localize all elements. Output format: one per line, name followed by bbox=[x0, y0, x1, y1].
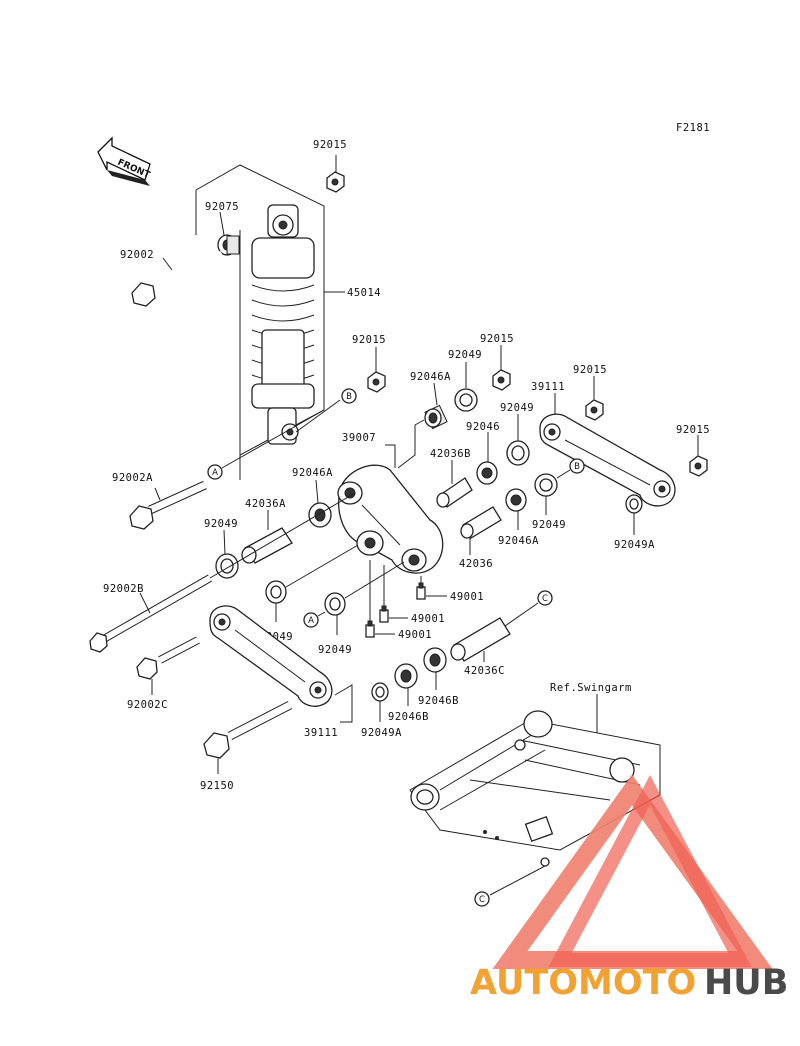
pn-seal-left: 92049 bbox=[204, 518, 238, 530]
pn-seal-lower: 92049A bbox=[361, 727, 402, 739]
ref-marker-b2 bbox=[569, 458, 585, 474]
sleeve-b-icon bbox=[436, 477, 473, 508]
pn-bolt-top: 92002 bbox=[120, 249, 154, 261]
pn-fitting-2: 49001 bbox=[411, 613, 445, 625]
pn-seal-center: 92049 bbox=[318, 644, 352, 656]
sleeve-a-icon bbox=[241, 527, 293, 564]
pn-nut-mid: 92015 bbox=[352, 334, 386, 346]
ref-marker-b2-label: B bbox=[574, 462, 580, 472]
watermark-text-2: HUB bbox=[704, 963, 788, 1003]
pn-seal-right-lower: 92049 bbox=[532, 519, 566, 531]
rod-left-icon bbox=[209, 605, 333, 707]
watermark-logo-icon bbox=[492, 774, 773, 969]
rod-right-icon bbox=[539, 413, 676, 507]
pn-shock: 45014 bbox=[347, 287, 381, 299]
front-arrow-icon: FRONT bbox=[97, 136, 152, 186]
ref-marker-a1-label: A bbox=[212, 468, 218, 478]
pn-seal-mid-right: 92049 bbox=[500, 402, 534, 414]
ref-marker-a2 bbox=[303, 612, 319, 628]
pn-bearing-a-upper: 92046A bbox=[410, 371, 451, 383]
ref-marker-a1 bbox=[207, 464, 223, 480]
pn-seal-upper: 92049 bbox=[448, 349, 482, 361]
ref-marker-c1 bbox=[537, 590, 553, 606]
pn-bolt-bottom: 92150 bbox=[200, 780, 234, 792]
ref-marker-b1-label: B bbox=[346, 392, 352, 402]
ref-marker-c2-label: C bbox=[479, 895, 485, 905]
bolt-a-icon bbox=[129, 480, 207, 530]
bearing-mid-icon bbox=[476, 461, 498, 485]
bolt-c-icon bbox=[136, 636, 200, 680]
pn-arm: 39007 bbox=[342, 432, 376, 444]
pn-nut-top: 92015 bbox=[313, 139, 347, 151]
pn-sleeve: 42036 bbox=[459, 558, 493, 570]
pn-bearing-a-left: 92046A bbox=[292, 467, 333, 479]
bolt-b-icon bbox=[89, 574, 212, 653]
shock-absorber bbox=[195, 164, 325, 480]
pn-collar-top: 92075 bbox=[205, 201, 239, 213]
bolt-bottom-icon bbox=[203, 701, 293, 759]
pn-nut-upper-center: 92015 bbox=[480, 333, 514, 345]
pn-sleeve-a: 42036A bbox=[245, 498, 286, 510]
watermark-text-1: AUTOMOTO bbox=[470, 963, 696, 1003]
fitting-icon bbox=[365, 582, 426, 638]
swingarm-ref bbox=[409, 710, 661, 867]
pn-bearing-a-lower: 92046A bbox=[498, 535, 539, 547]
pn-bearing-b-left: 92046B bbox=[388, 711, 429, 723]
pn-bearing-b-right: 92046B bbox=[418, 695, 459, 707]
pn-bolt-c: 92002C bbox=[127, 699, 168, 711]
pn-rod-left: 39111 bbox=[304, 727, 338, 739]
bolt-top-icon bbox=[131, 250, 224, 307]
pn-seal-far-right: 92049A bbox=[614, 539, 655, 551]
ref-marker-c2 bbox=[474, 891, 490, 907]
ref-marker-b1 bbox=[341, 388, 357, 404]
pn-nut-far-right: 92015 bbox=[676, 424, 710, 436]
pn-sleeve-b: 42036B bbox=[430, 448, 471, 460]
rocker-arm bbox=[337, 464, 444, 574]
pn-fitting-3: 49001 bbox=[398, 629, 432, 641]
ref-marker-c1-label: C bbox=[542, 594, 548, 604]
ref-marker-a2-label: A bbox=[308, 616, 314, 626]
figure-code: F2181 bbox=[676, 122, 710, 134]
sleeve-icon bbox=[460, 506, 502, 539]
bearing-a-upper-icon bbox=[424, 404, 448, 430]
sleeve-c-icon bbox=[450, 617, 511, 662]
pn-bearing-mid: 92046 bbox=[466, 421, 500, 433]
pn-rod-right: 39111 bbox=[531, 381, 565, 393]
pn-bolt-b: 92002B bbox=[103, 583, 144, 595]
pn-bolt-a: 92002A bbox=[112, 472, 153, 484]
ref-swingarm-label: Ref.Swingarm bbox=[550, 682, 632, 694]
pn-sleeve-c: 42036C bbox=[464, 665, 505, 677]
pn-fitting-1: 49001 bbox=[450, 591, 484, 603]
pn-nut-rod-right: 92015 bbox=[573, 364, 607, 376]
